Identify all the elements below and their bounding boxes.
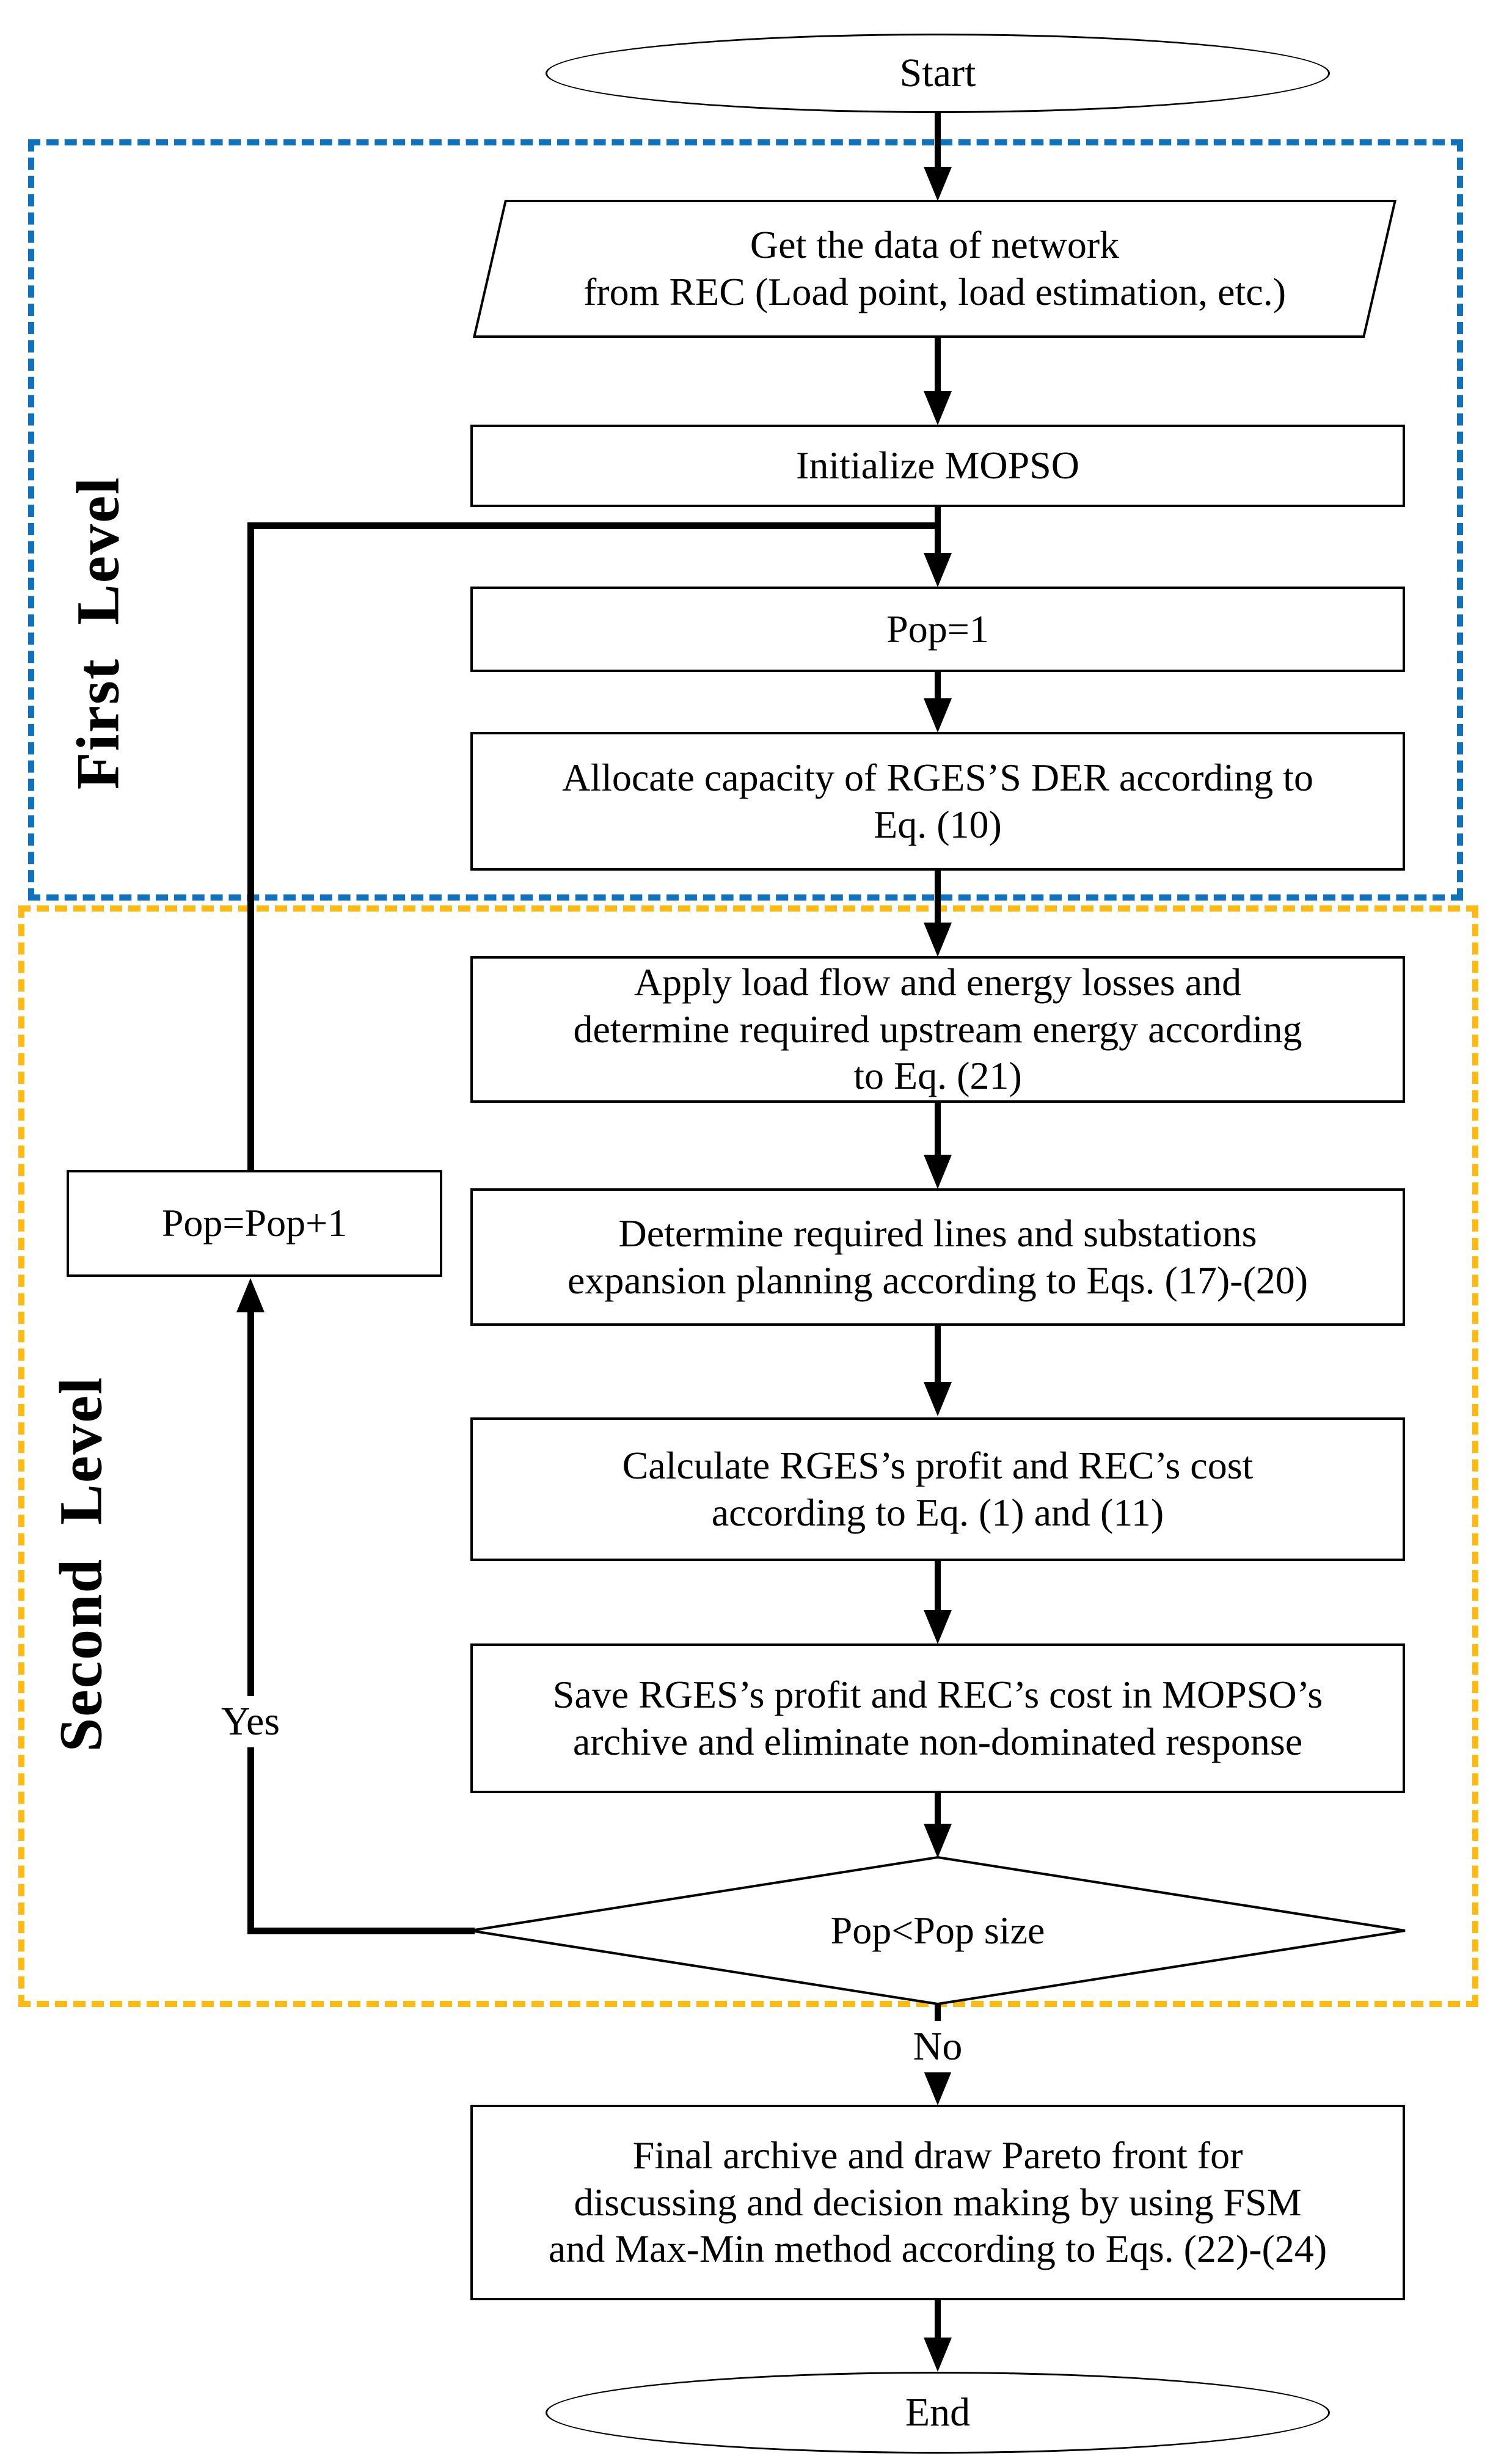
- apply-load-flow-node: Apply load flow and energy losses and de…: [470, 956, 1405, 1103]
- start-label: Start: [899, 51, 976, 95]
- end-node: End: [546, 2372, 1330, 2454]
- arrow-start-to-getdata-shaft: [935, 110, 941, 169]
- arrow-final-to-end-shaft: [935, 2300, 941, 2339]
- apply-load-flow-label: Apply load flow and energy losses and de…: [573, 960, 1302, 1098]
- determine-expansion-label: Determine required lines and substations…: [567, 1211, 1309, 1302]
- final-archive-label: Final archive and draw Pareto front for …: [548, 2133, 1327, 2271]
- save-archive-node: Save RGES’s profit and REC’s cost in MOP…: [470, 1643, 1405, 1793]
- arrow-init-to-pop1-shaft: [935, 507, 941, 555]
- feedback-vertical-line: [247, 522, 254, 1171]
- arrow-calculate-to-save-shaft: [935, 1561, 941, 1612]
- arrow-determine-to-calculate-shaft: [935, 1326, 941, 1384]
- first-level-label: First Level: [64, 476, 132, 790]
- arrow-decision-to-final-head-icon: [924, 2071, 952, 2105]
- arrow-getdata-to-init-head-icon: [924, 391, 952, 425]
- arrow-getdata-to-init-shaft: [935, 338, 941, 393]
- decision-label: Pop<Pop size: [830, 1909, 1045, 1952]
- second-level-label: Second Level: [46, 1376, 115, 1752]
- decision-to-yes-horizontal-line: [247, 1928, 475, 1934]
- allocate-capacity-node: Allocate capacity of RGES’S DER accordin…: [470, 732, 1405, 871]
- first-level-region: [28, 139, 1463, 901]
- initialize-mopso-label: Initialize MOPSO: [796, 444, 1079, 488]
- yes-edge-label: Yes: [214, 1696, 287, 1747]
- arrow-determine-to-calculate-head-icon: [924, 1382, 952, 1416]
- calculate-profit-node: Calculate RGES’s profit and REC’s cost a…: [470, 1417, 1405, 1561]
- start-node: Start: [546, 34, 1330, 113]
- get-data-node: Get the data of network from REC (Load p…: [472, 200, 1397, 338]
- arrow-yes-to-popincrement-head-icon: [236, 1278, 265, 1312]
- get-data-label: Get the data of network from REC (Load p…: [583, 223, 1286, 313]
- pop-init-node: Pop=1: [470, 587, 1405, 672]
- calculate-profit-label: Calculate RGES’s profit and REC’s cost a…: [622, 1443, 1254, 1534]
- end-label: End: [905, 2390, 971, 2435]
- arrow-calculate-to-save-head-icon: [924, 1610, 952, 1644]
- no-edge-label: No: [907, 2021, 969, 2072]
- determine-expansion-node: Determine required lines and substations…: [470, 1188, 1405, 1326]
- decision-diamond-shape: [470, 1855, 1406, 2006]
- second-level-region: [18, 905, 1478, 2007]
- arrow-apply-to-determine-head-icon: [924, 1155, 952, 1189]
- arrow-init-to-pop1-head-icon: [924, 553, 952, 587]
- arrow-save-to-decision-head-icon: [924, 1824, 952, 1858]
- feedback-horizontal-line: [247, 522, 938, 529]
- decision-node: [470, 1855, 1406, 2006]
- arrow-pop1-to-allocate-head-icon: [924, 698, 952, 733]
- final-archive-node: Final archive and draw Pareto front for …: [470, 2105, 1405, 2300]
- yes-vertical-line: [247, 1312, 254, 1932]
- initialize-mopso-node: Initialize MOPSO: [470, 425, 1405, 507]
- pop-init-label: Pop=1: [886, 607, 989, 651]
- arrow-decision-to-final-shaft: [935, 2004, 941, 2025]
- save-archive-label: Save RGES’s profit and REC’s cost in MOP…: [552, 1672, 1323, 1763]
- arrow-apply-to-determine-shaft: [935, 1103, 941, 1157]
- arrow-save-to-decision-shaft: [935, 1793, 941, 1826]
- arrow-allocate-to-apply-head-icon: [924, 923, 952, 957]
- arrow-final-to-end-head-icon: [924, 2338, 952, 2372]
- arrow-allocate-to-apply-shaft: [935, 871, 941, 924]
- allocate-capacity-label: Allocate capacity of RGES’S DER accordin…: [562, 755, 1313, 846]
- arrow-start-to-getdata-head-icon: [924, 167, 952, 201]
- pop-increment-node: Pop=Pop+1: [67, 1170, 442, 1277]
- arrow-pop1-to-allocate-shaft: [935, 672, 941, 700]
- pop-increment-label: Pop=Pop+1: [161, 1201, 348, 1245]
